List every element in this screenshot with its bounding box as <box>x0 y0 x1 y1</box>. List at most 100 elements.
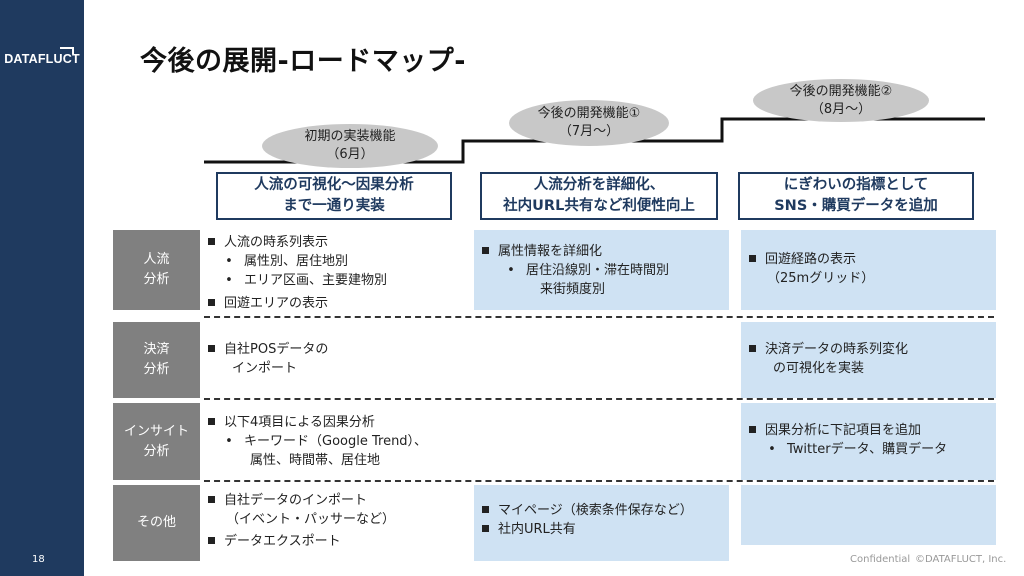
item-text: 回遊経路の表示 <box>765 252 857 267</box>
row-label-payment: 決済 分析 <box>113 322 200 398</box>
item-text: （25mグリッド） <box>767 271 875 286</box>
phase-header-line: 人流の可視化～因果分析 <box>254 177 414 193</box>
row-label-line: 分析 <box>143 362 170 377</box>
logo-text: DATAFLUCT <box>4 52 80 66</box>
cell-other-phase2: マイページ（検索条件保存など） 社内URL共有 <box>474 485 729 561</box>
phase-header-line: にぎわいの指標として <box>783 177 929 193</box>
phase-bubble-1: 初期の実装機能 （6月） <box>262 124 438 168</box>
list-item: • エリア区画、主要建物別 <box>208 271 470 290</box>
item-text: 因果分析に下記項目を追加 <box>765 423 922 438</box>
list-item: • 居住沿線別・滞在時間別 <box>482 261 729 280</box>
footer-confidential: Confidential <box>850 554 911 565</box>
list-item: 社内URL共有 <box>482 520 729 539</box>
item-text: 自社データのインポート <box>224 493 368 508</box>
square-bullet-icon <box>749 426 756 433</box>
cell-other-phase3 <box>741 485 996 545</box>
item-text: 回遊エリアの表示 <box>224 296 329 311</box>
item-text: インポート <box>232 361 298 376</box>
list-item: （25mグリッド） <box>749 269 996 288</box>
bullet-dot-icon: • <box>225 434 233 449</box>
list-item: の可視化を実装 <box>749 359 996 378</box>
list-item: 以下4項目による因果分析 <box>208 413 478 432</box>
item-text: 社内URL共有 <box>498 522 576 537</box>
phase-header-2: 人流分析を詳細化、 社内URL共有など利便性向上 <box>480 172 718 220</box>
square-bullet-icon <box>482 506 489 513</box>
item-text: 来街頻度別 <box>540 282 606 297</box>
list-item: インポート <box>208 359 470 378</box>
list-item: データエクスポート <box>208 532 470 551</box>
row-label-line: その他 <box>136 515 176 530</box>
row-label-insight: インサイト 分析 <box>113 403 200 480</box>
item-text: Twitterデータ、購買データ <box>787 442 948 457</box>
cell-insight-initial: 以下4項目による因果分析 •キーワード（Google Trend）、 属性、時間… <box>208 413 478 473</box>
phase-header-1: 人流の可視化～因果分析 まで一通り実装 <box>216 172 452 220</box>
square-bullet-icon <box>208 418 215 425</box>
phase-bubble-line: （7月～） <box>558 124 620 139</box>
row-label-other: その他 <box>113 485 200 561</box>
list-item: （イベント・パッサーなど） <box>208 510 470 529</box>
item-text: 決済データの時系列変化 <box>765 342 909 357</box>
square-bullet-icon <box>749 345 756 352</box>
list-item: 因果分析に下記項目を追加 <box>749 421 996 440</box>
cell-people-flow-phase3: 回遊経路の表示 （25mグリッド） <box>741 230 996 310</box>
item-text: エリア区画、主要建物別 <box>244 273 388 288</box>
phase-header-line: 人流分析を詳細化、 <box>533 177 665 193</box>
phase-header-line: SNS・購買データを追加 <box>774 198 938 214</box>
item-text: 属性別、居住地別 <box>244 254 349 269</box>
phase-bubble-2: 今後の開発機能① （7月～） <box>509 100 669 146</box>
phase-bubble-3: 今後の開発機能② （8月～） <box>753 79 929 122</box>
row-label-line: インサイト <box>123 423 189 439</box>
list-item: 来街頻度別 <box>482 280 729 299</box>
item-text: （イベント・パッサーなど） <box>226 512 396 527</box>
item-text: 自社POSデータの <box>224 342 329 357</box>
item-text: 以下4項目による因果分析 <box>224 415 375 430</box>
item-text: の可視化を実装 <box>773 361 865 376</box>
item-text: 人流の時系列表示 <box>224 235 329 250</box>
square-bullet-icon <box>749 255 756 262</box>
bullet-dot-icon: • <box>507 263 515 278</box>
phase-header-line: 社内URL共有など利便性向上 <box>503 198 695 214</box>
item-text: 居住沿線別・滞在時間別 <box>526 263 670 278</box>
phase-bubble-line: （8月～） <box>810 101 872 117</box>
list-item: 人流の時系列表示 <box>208 233 470 252</box>
item-text: 属性、時間帯、居住地 <box>250 453 381 468</box>
bullet-dot-icon: • <box>225 254 233 269</box>
footer-copyright: ©DATAFLUCT, Inc. <box>915 554 1007 565</box>
item-text: 属性情報を詳細化 <box>498 244 603 259</box>
cell-payment-phase3: 決済データの時系列変化 の可視化を実装 <box>741 322 996 398</box>
square-bullet-icon <box>208 537 215 544</box>
phase-header-line: まで一通り実装 <box>283 198 385 214</box>
phase-bubble-line: （6月） <box>326 147 374 162</box>
row-divider <box>204 480 994 482</box>
list-item: 属性情報を詳細化 <box>482 242 729 261</box>
item-text: マイページ（検索条件保存など） <box>498 503 693 518</box>
row-label-people-flow: 人流 分析 <box>113 230 200 310</box>
row-divider <box>204 316 994 318</box>
list-item: 回遊エリアの表示 <box>208 294 470 313</box>
list-item: • Twitterデータ、購買データ <box>749 440 996 459</box>
item-text: データエクスポート <box>224 534 341 549</box>
square-bullet-icon <box>482 525 489 532</box>
dataflUct-logo: DATAFLUCT <box>2 47 82 66</box>
square-bullet-icon <box>482 247 489 254</box>
square-bullet-icon <box>208 238 215 245</box>
phase-bubble-line: 今後の開発機能① <box>537 106 641 121</box>
square-bullet-icon <box>208 345 215 352</box>
bullet-dot-icon: • <box>225 273 233 288</box>
page-number: 18 <box>32 554 45 565</box>
list-item: 回遊経路の表示 <box>749 250 996 269</box>
cell-other-initial: 自社データのインポート （イベント・パッサーなど） データエクスポート <box>208 491 470 555</box>
row-label-line: 決済 <box>143 342 170 357</box>
square-bullet-icon <box>208 299 215 306</box>
bullet-dot-icon: • <box>768 442 776 457</box>
sidebar: DATAFLUCT 18 <box>0 0 84 576</box>
phase-header-3: にぎわいの指標として SNS・購買データを追加 <box>738 172 974 220</box>
row-label-line: 人流 <box>143 252 170 267</box>
row-label-line: 分析 <box>143 272 170 287</box>
phase-bubble-line: 今後の開発機能② <box>789 83 893 99</box>
list-item: •キーワード（Google Trend）、 <box>208 432 478 451</box>
cell-people-flow-initial: 人流の時系列表示 • 属性別、居住地別 • エリア区画、主要建物別 回遊エリアの表示 <box>208 233 470 311</box>
logo-mark-icon <box>60 47 74 54</box>
list-item: 自社POSデータの <box>208 340 470 359</box>
cell-insight-phase3: 因果分析に下記項目を追加 • Twitterデータ、購買データ <box>741 403 996 480</box>
